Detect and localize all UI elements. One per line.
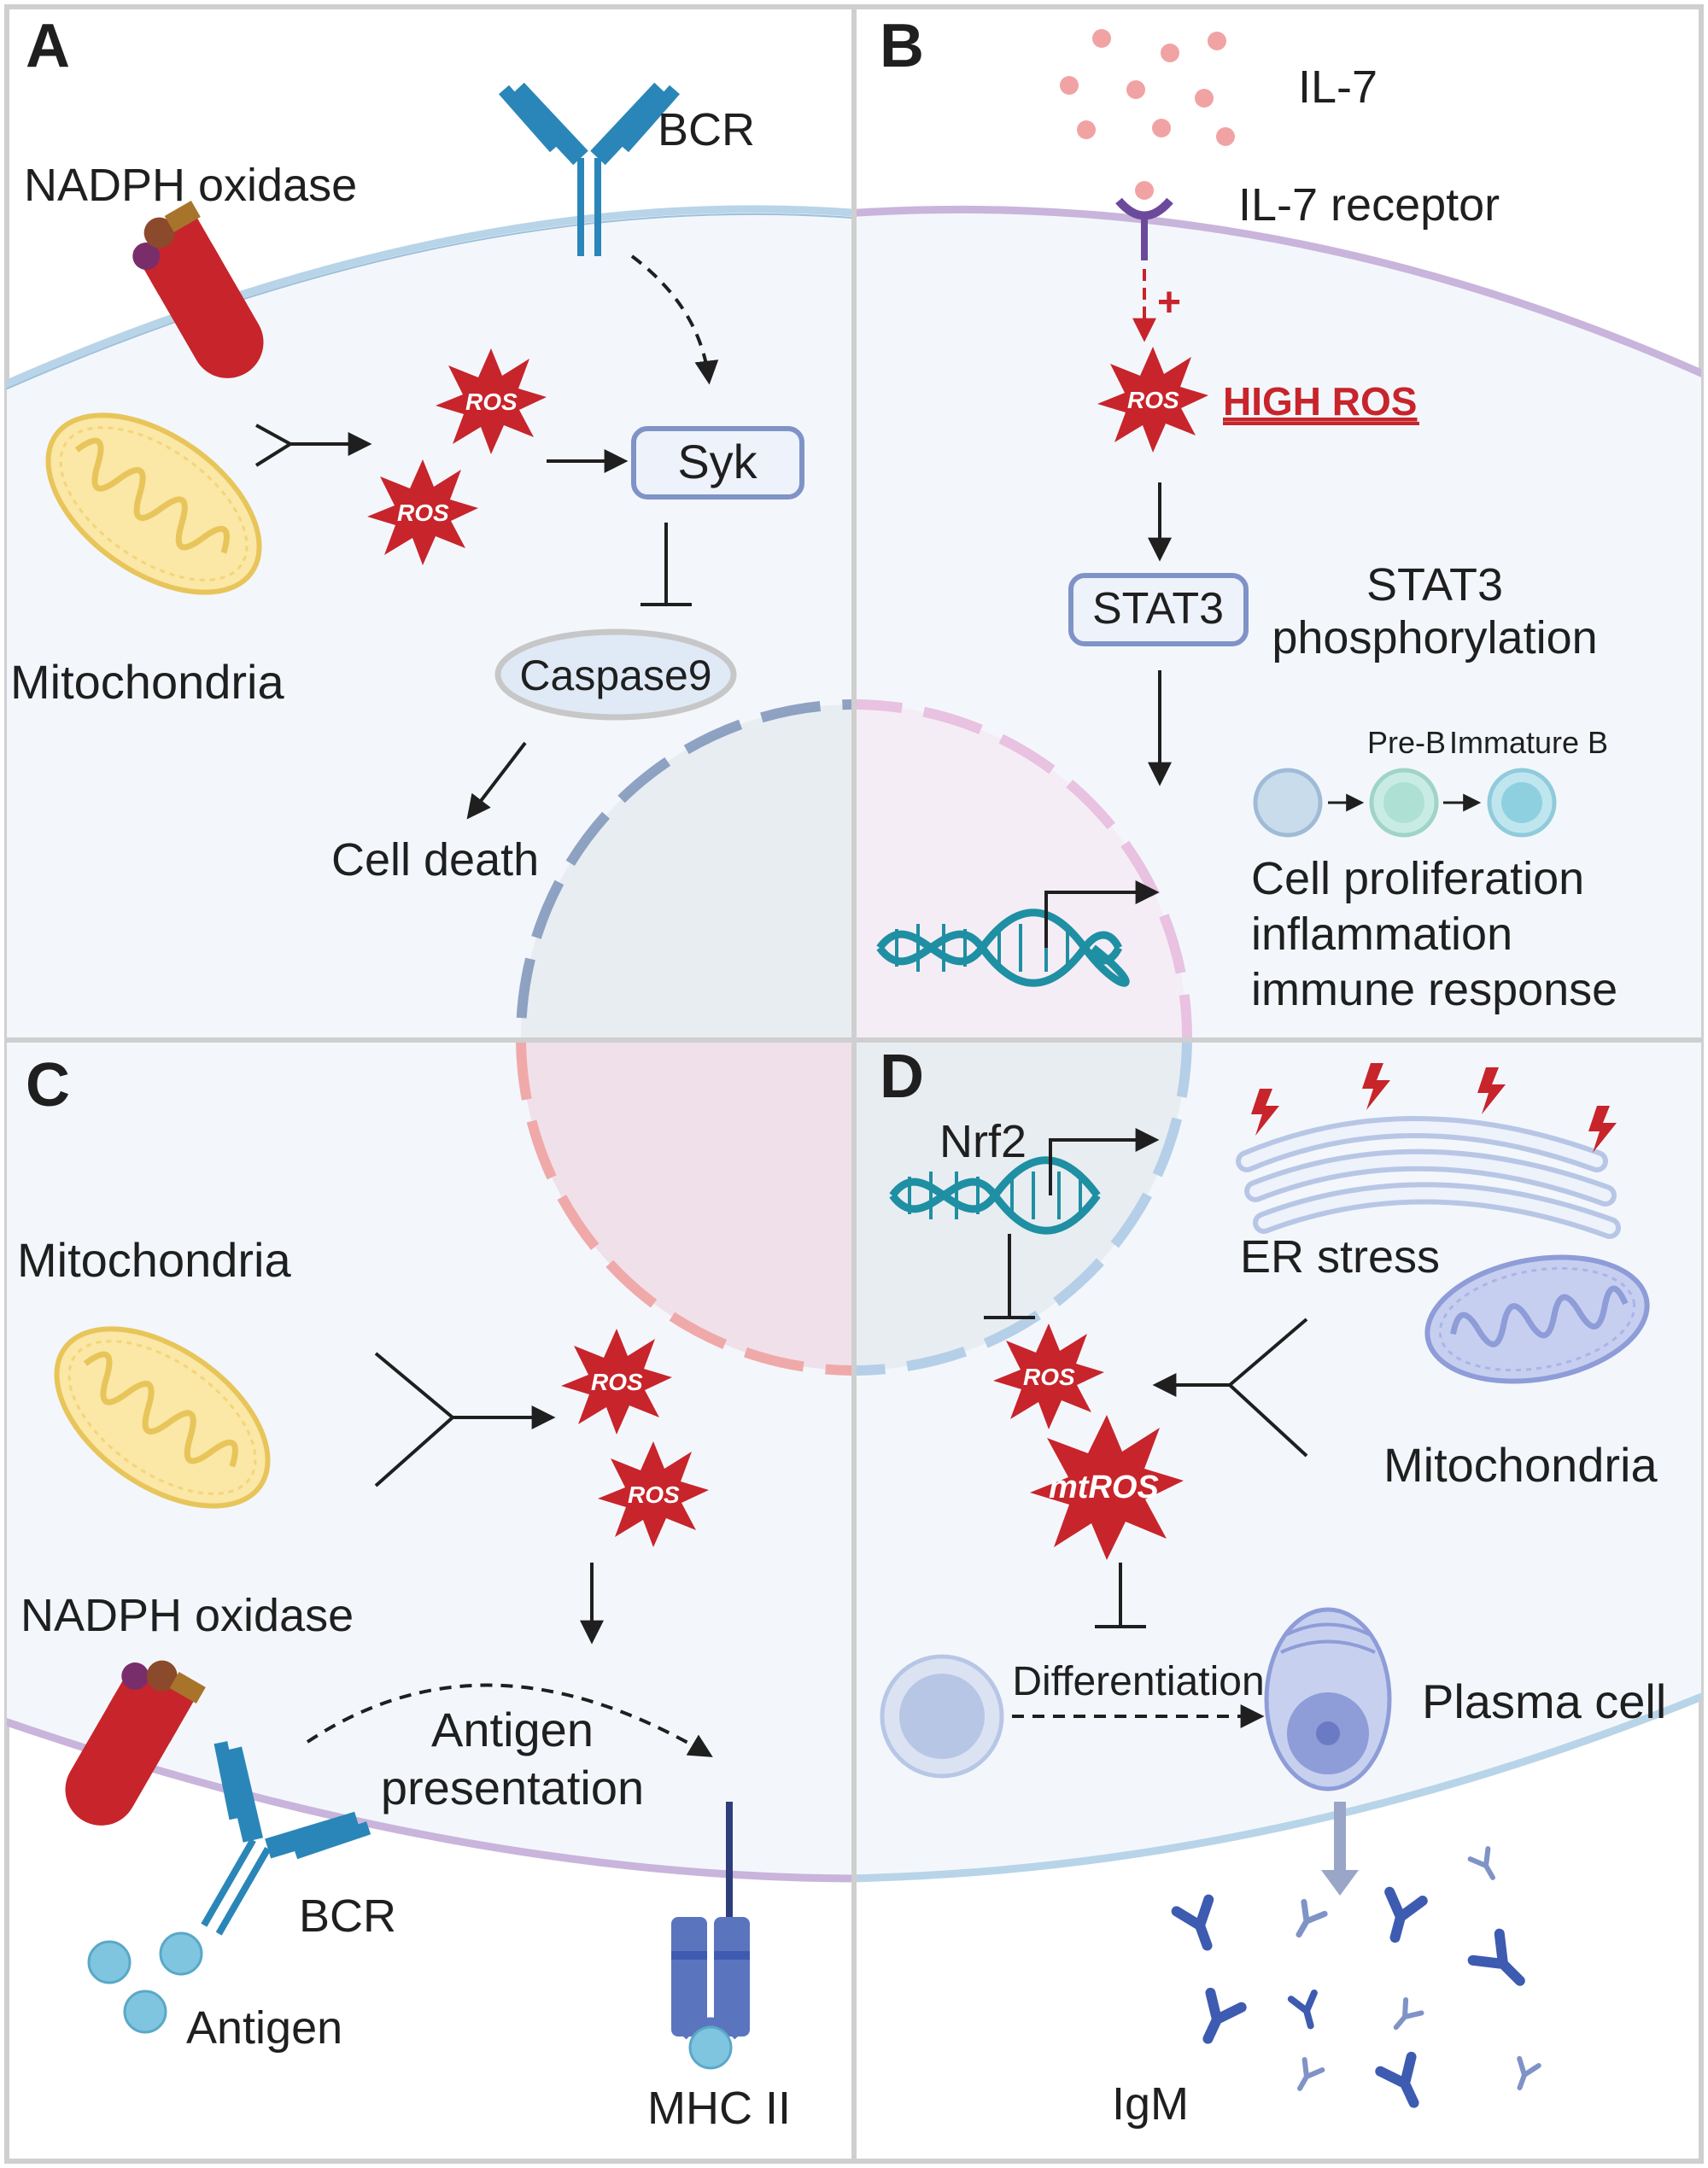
plasma-cell-label: Plasma cell xyxy=(1422,1674,1666,1728)
dna-icon xyxy=(889,1156,1101,1235)
panel-c-merge-arrow xyxy=(374,1352,551,1487)
nrf2-label: Nrf2 xyxy=(939,1116,1027,1167)
panel-b-ros: ROS xyxy=(1127,387,1179,413)
differentiation-label: Differentiation xyxy=(1012,1659,1264,1704)
mtros-label: mtROS xyxy=(1049,1470,1159,1505)
outcome-line1: Cell proliferation xyxy=(1251,853,1584,904)
immature-b-label: Immature B xyxy=(1449,725,1608,760)
mitochondria-icon xyxy=(1424,1254,1650,1384)
bcr-to-syk-arrow xyxy=(630,254,719,385)
panel-c-ros-2: ROS xyxy=(628,1481,680,1508)
stress-lightning-icon xyxy=(1251,1063,1617,1153)
antigen-presentation-arrow xyxy=(306,1683,713,1757)
il7-receptor-label: IL-7 receptor xyxy=(1238,179,1500,231)
panel-b-letter: B xyxy=(880,12,924,80)
nrf2-transcription-arrow xyxy=(1049,1128,1160,1195)
ros-burst-icon: ROS xyxy=(598,1441,709,1547)
panel-c-nadph-label: NADPH oxidase xyxy=(20,1590,354,1641)
panel-c-bcr-label: BCR xyxy=(299,1890,396,1942)
nadph-oxidase-icon xyxy=(65,1660,206,1826)
pro-b-cell-icon xyxy=(1253,768,1323,838)
panel-c-mito-label: Mitochondria xyxy=(17,1233,291,1287)
ros-burst-icon: ROS xyxy=(561,1329,672,1435)
antigen-presentation-line2: presentation xyxy=(381,1761,644,1814)
mhc-ii-label: MHC II xyxy=(647,2083,791,2134)
panel-c-ros-1: ROS xyxy=(591,1369,643,1395)
stat3-phos-line1: STAT3 xyxy=(1366,559,1503,611)
b-cell-icon xyxy=(880,1654,1004,1779)
pre-b-nucleus xyxy=(1383,782,1424,823)
il7-molecules-icon xyxy=(1060,29,1235,200)
syk-box xyxy=(631,426,804,500)
mhc-ii-icon xyxy=(671,1802,750,2070)
bcr-icon xyxy=(201,1741,371,1936)
antigen-presentation-line1: Antigen xyxy=(431,1703,594,1756)
er-stress-label: ER stress xyxy=(1240,1231,1440,1283)
ros-burst-icon: ROS xyxy=(436,348,547,454)
mitochondria-icon xyxy=(54,1326,271,1509)
secretion-arrow xyxy=(1321,1802,1359,1896)
panel-d-letter: D xyxy=(880,1043,924,1111)
stat3-label: STAT3 xyxy=(1092,584,1224,634)
panel-c: C Mitochondria ROS ROS NADPH oxidase Ant… xyxy=(17,1051,791,2134)
immature-b-nucleus xyxy=(1501,782,1542,823)
panel-d-ros: ROS xyxy=(1023,1364,1075,1390)
stat3-box xyxy=(1068,573,1249,646)
plasma-cell-icon xyxy=(1264,1607,1392,1791)
panel-a-bcr-label: BCR xyxy=(658,104,755,155)
mitochondria-icon xyxy=(45,412,262,595)
transcription-arrow xyxy=(1044,880,1160,948)
syk-label: Syk xyxy=(677,435,757,488)
outcome-line3: immune response xyxy=(1251,964,1617,1015)
panel-a-mito-label: Mitochondria xyxy=(10,655,284,709)
high-ros-label: HIGH ROS xyxy=(1223,379,1417,424)
stat3-phos-line2: phosphorylation xyxy=(1272,612,1597,663)
antigen-label: Antigen xyxy=(186,2002,342,2054)
igm-antibodies-icon xyxy=(1171,1846,1541,2108)
er-icon xyxy=(1236,1116,1621,1239)
outcome-line2: inflammation xyxy=(1251,909,1512,960)
il7-receptor-icon xyxy=(1115,197,1173,260)
panel-a: A NADPH oxidase BCR Mitochondria xyxy=(10,12,804,885)
panel-a-ros-1: ROS xyxy=(465,389,518,415)
dna-icon xyxy=(876,909,1130,987)
ros-burst-icon: ROS xyxy=(367,459,478,565)
panel-a-merge-arrow xyxy=(254,425,367,467)
panel-a-letter: A xyxy=(26,12,70,80)
bcr-icon xyxy=(499,82,680,256)
panel-d-merge-arrow xyxy=(1157,1318,1308,1458)
panel-c-letter: C xyxy=(26,1051,70,1119)
ros-burst-icon: ROS xyxy=(1097,347,1208,453)
panel-a-ros-2: ROS xyxy=(397,500,449,526)
antigen-particles-icon xyxy=(87,1931,203,2034)
igm-label: IgM xyxy=(1112,2078,1189,2130)
caspase-to-death-arrow xyxy=(466,741,527,820)
mtros-burst-icon: mtROS xyxy=(1030,1415,1184,1560)
ros-burst-icon: ROS xyxy=(993,1324,1104,1429)
caspase9-ellipse xyxy=(494,628,737,721)
b-cell-development xyxy=(1253,768,1557,838)
panel-b: B IL-7 IL-7 receptor + ROS HIGH ROS xyxy=(876,12,1617,1015)
nadph-oxidase-icon xyxy=(132,201,264,378)
panel-dividers xyxy=(7,7,1701,2161)
panel-d: D Nrf2 xyxy=(880,1043,1666,2130)
caspase9-label: Caspase9 xyxy=(519,652,711,699)
pre-b-label: Pre-B xyxy=(1367,725,1446,760)
plus-sign: + xyxy=(1157,280,1181,325)
il7-label: IL-7 xyxy=(1298,61,1378,113)
cell-death-label: Cell death xyxy=(331,834,539,885)
panel-d-mito-label: Mitochondria xyxy=(1383,1438,1658,1492)
